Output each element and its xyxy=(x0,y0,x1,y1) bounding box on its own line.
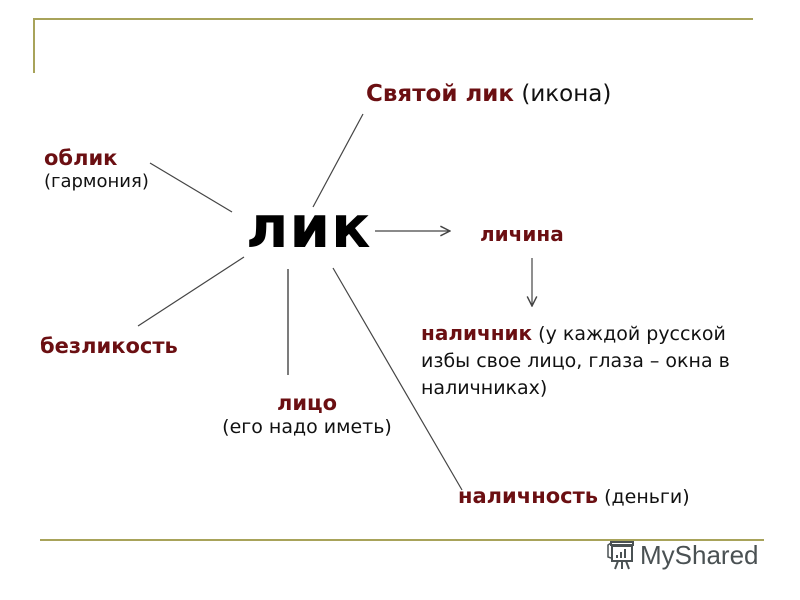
node-key: безликость xyxy=(40,334,178,358)
frame-left-border xyxy=(33,18,35,73)
center-node-lik: лик xyxy=(246,193,372,261)
edge-nalichnost xyxy=(332,267,463,491)
node-litso: лицо (его надо иметь) xyxy=(212,391,402,439)
node-gloss: (у каждой русской избы свое лицо, глаза … xyxy=(421,323,730,399)
watermark: MyShared xyxy=(606,539,759,571)
node-svyatoy-lik: Святой лик (икона) xyxy=(366,81,611,109)
node-gloss: (икона) xyxy=(521,81,612,107)
frame-bottom-border xyxy=(40,539,764,541)
frame-top-border xyxy=(33,18,753,20)
node-nalichnik: наличник (у каждой русской избы свое лиц… xyxy=(421,320,761,402)
watermark-text: MyShared xyxy=(640,539,759,570)
node-bezlikost: безликость xyxy=(40,334,178,359)
node-gloss: (его надо иметь) xyxy=(222,416,392,439)
node-key: облик xyxy=(44,146,118,170)
node-gloss: (деньги) xyxy=(604,486,690,508)
node-gloss: (гармония) xyxy=(44,171,149,193)
node-key: наличность xyxy=(458,484,599,508)
edge-bezlikost xyxy=(137,256,245,327)
edge-oblik xyxy=(149,162,233,213)
presentation-board-icon xyxy=(607,541,634,570)
edge-svyatoy-lik xyxy=(312,113,364,208)
node-oblik: облик (гармония) xyxy=(44,146,149,193)
node-key: наличник xyxy=(421,321,533,345)
node-lichina: личина xyxy=(480,222,564,246)
node-key: Святой лик xyxy=(366,81,515,107)
node-nalichnost: наличность (деньги) xyxy=(458,484,690,509)
node-key: личина xyxy=(480,222,564,246)
node-key: лицо xyxy=(276,391,338,415)
